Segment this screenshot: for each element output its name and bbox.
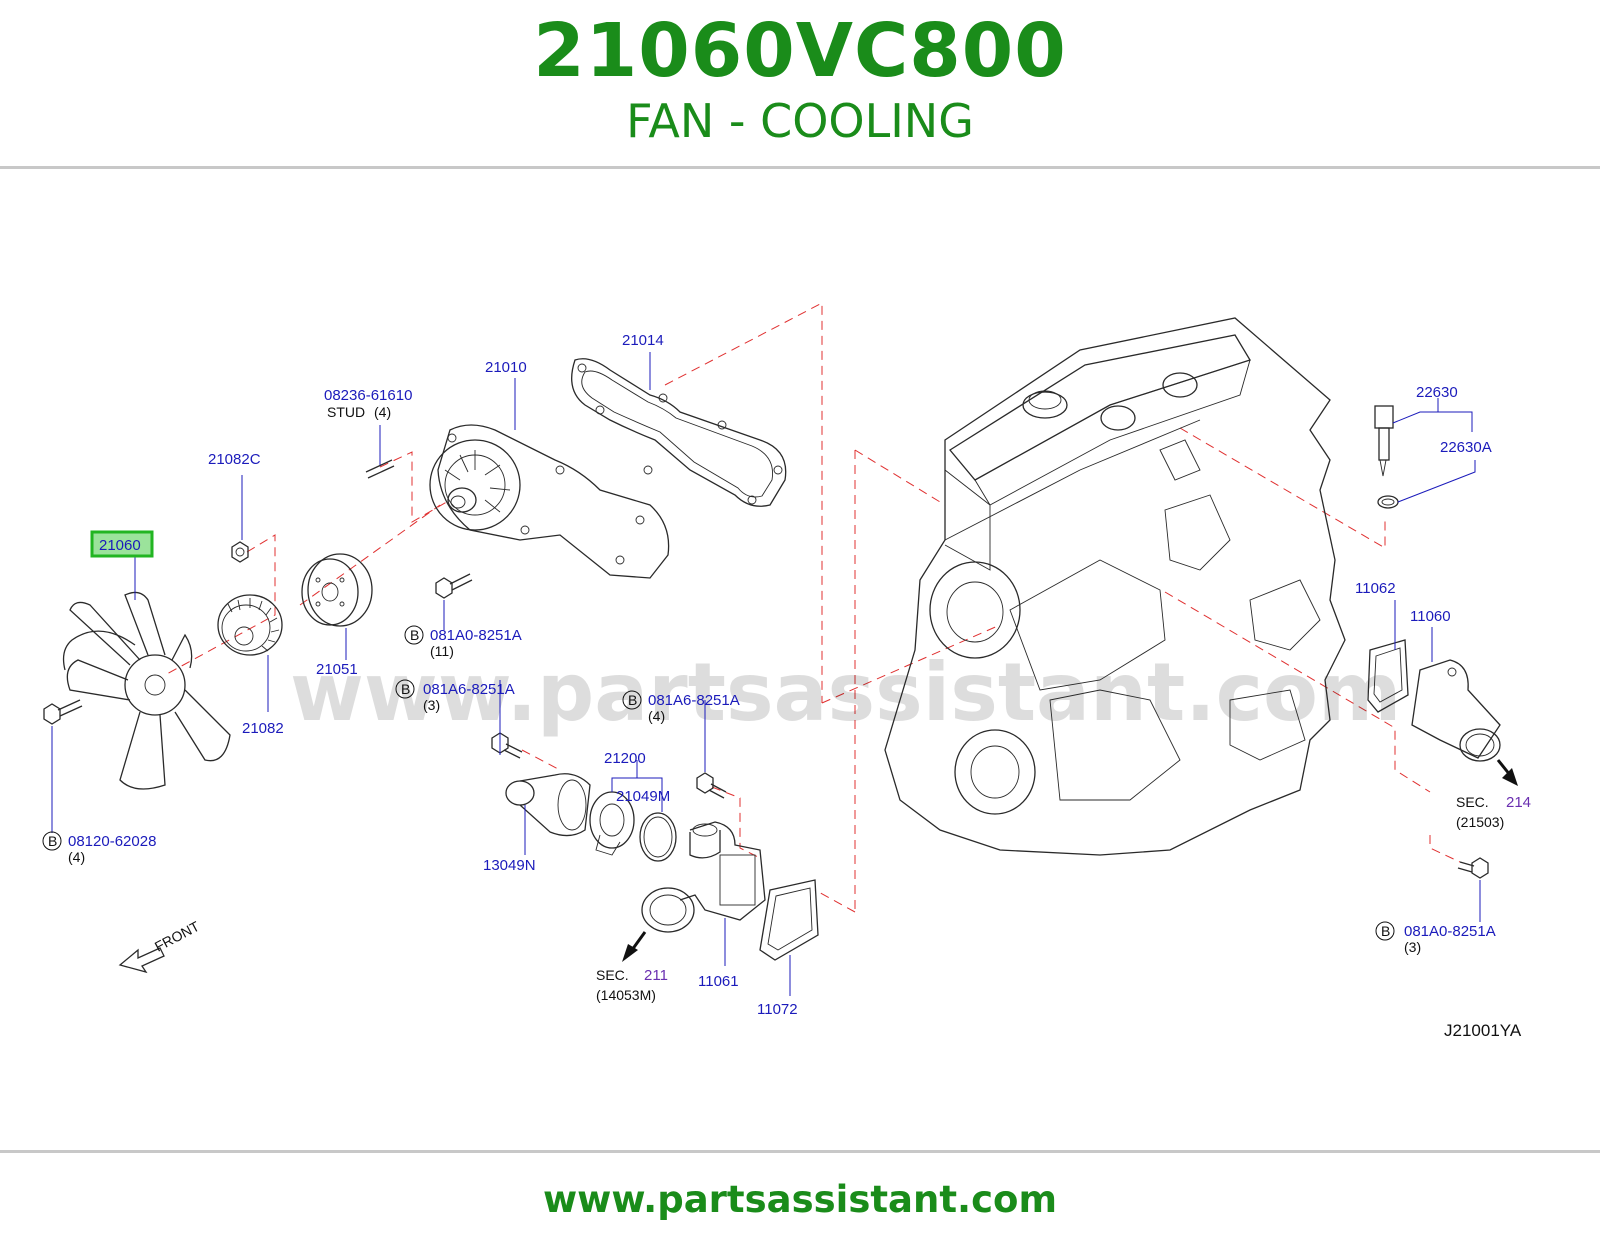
bolt-marker: B bbox=[48, 833, 57, 849]
label-08120-qty: (4) bbox=[68, 849, 85, 865]
label-081a6-8251a-4[interactable]: 081A6-8251A bbox=[648, 692, 740, 709]
bolt-marker: B bbox=[401, 681, 410, 697]
bolt-marker-circle bbox=[622, 690, 642, 710]
label-stud-qty: (4) bbox=[374, 404, 391, 420]
gasket-11072-drawing bbox=[759, 879, 819, 961]
highlight-box-21060 bbox=[90, 530, 154, 558]
label-081a0-8251a-3[interactable]: 081A0-8251A bbox=[1404, 923, 1496, 940]
bolt-marker: B bbox=[628, 692, 637, 708]
sec-214-arrow bbox=[1496, 759, 1518, 786]
label-21200[interactable]: 21200 bbox=[604, 750, 646, 767]
footer-website[interactable]: www.partsassistant.com bbox=[542, 1178, 1057, 1221]
temperature-sensor-drawing bbox=[1374, 405, 1399, 509]
label-sec-214[interactable]: 214 bbox=[1506, 794, 1531, 811]
label-sec-211[interactable]: 211 bbox=[644, 967, 668, 984]
housing-bolt-drawing bbox=[696, 772, 727, 799]
label-22630[interactable]: 22630 bbox=[1416, 384, 1458, 401]
engine-block-drawing bbox=[884, 317, 1346, 856]
header-divider bbox=[0, 166, 1600, 169]
label-081a0-qty-3: (3) bbox=[1404, 939, 1421, 955]
parts-diagram: www.partsassistant.com bbox=[42, 302, 1531, 1040]
label-sec-211-prefix: SEC. bbox=[596, 967, 629, 983]
pulley-drawing bbox=[301, 553, 373, 627]
label-11072[interactable]: 11072 bbox=[757, 1001, 798, 1018]
bolt-marker: B bbox=[1381, 923, 1390, 939]
thermostat-housing-drawing bbox=[641, 821, 766, 933]
stud-drawing bbox=[365, 459, 395, 479]
page-header: 21060VC800 FAN - COOLING bbox=[0, 0, 1600, 168]
label-081a0-8251a-11[interactable]: 081A0-8251A bbox=[430, 627, 522, 644]
front-label: FRONT bbox=[152, 918, 202, 955]
gasket-11062-drawing bbox=[1367, 639, 1409, 713]
sec-211-arrow bbox=[622, 931, 647, 962]
label-11062[interactable]: 11062 bbox=[1355, 580, 1396, 597]
outlet-bolt-11060-drawing bbox=[1457, 857, 1489, 879]
front-direction-arrow bbox=[118, 947, 165, 974]
label-081a6-qty-3: (3) bbox=[423, 697, 440, 713]
pump-bolt-drawing bbox=[435, 573, 473, 599]
bolt-marker-circle bbox=[404, 625, 424, 645]
bolt-marker-circle bbox=[1375, 921, 1395, 941]
leader-lines bbox=[51, 352, 1481, 996]
label-sec-214-prefix: SEC. bbox=[1456, 794, 1489, 810]
fan-clutch-drawing bbox=[217, 594, 283, 656]
label-21060[interactable]: 21060 bbox=[99, 537, 141, 554]
part-number-title: 21060VC800 bbox=[533, 8, 1067, 94]
o-ring-drawing bbox=[639, 812, 677, 862]
water-outlet-drawing bbox=[505, 773, 591, 837]
assembly-guide-lines bbox=[164, 302, 1461, 913]
label-stud: STUD bbox=[327, 404, 365, 420]
diagram-code: J21001YA bbox=[1444, 1021, 1522, 1040]
label-08120-62028[interactable]: 08120-62028 bbox=[68, 833, 156, 850]
bolt-marker-circle bbox=[42, 831, 62, 851]
label-21049m[interactable]: 21049M bbox=[616, 788, 670, 805]
label-13049n[interactable]: 13049N bbox=[483, 857, 536, 874]
label-21051[interactable]: 21051 bbox=[316, 661, 358, 678]
watermark-text: www.partsassistant.com bbox=[290, 646, 1401, 739]
label-08236-61610[interactable]: 08236-61610 bbox=[324, 387, 412, 404]
label-sec-214-ref: (21503) bbox=[1456, 814, 1504, 830]
bolt-marker: B bbox=[410, 627, 419, 643]
nut-21082c-drawing bbox=[231, 541, 249, 563]
label-21082[interactable]: 21082 bbox=[242, 720, 284, 737]
label-21014[interactable]: 21014 bbox=[622, 332, 664, 349]
label-081a6-qty-4: (4) bbox=[648, 708, 665, 724]
label-081a6-8251a-3[interactable]: 081A6-8251A bbox=[423, 681, 515, 698]
label-21010[interactable]: 21010 bbox=[485, 359, 527, 376]
part-name-subtitle: FAN - COOLING bbox=[626, 94, 974, 148]
label-11060[interactable]: 11060 bbox=[1410, 608, 1451, 625]
gasket-21014-drawing bbox=[571, 358, 787, 507]
label-22630a[interactable]: 22630A bbox=[1440, 439, 1492, 456]
fan-bolt-drawing bbox=[43, 699, 83, 725]
bolt-marker-circle bbox=[395, 679, 415, 699]
water-pump-drawing bbox=[429, 424, 670, 579]
label-11061[interactable]: 11061 bbox=[698, 973, 739, 990]
label-sec-211-ref: (14053M) bbox=[596, 987, 656, 1003]
cooling-fan-drawing bbox=[62, 591, 231, 790]
footer-divider bbox=[0, 1150, 1600, 1153]
label-21082c[interactable]: 21082C bbox=[208, 451, 261, 468]
water-outlet-11060-drawing bbox=[1411, 659, 1501, 762]
label-081a0-qty-11: (11) bbox=[430, 643, 454, 659]
